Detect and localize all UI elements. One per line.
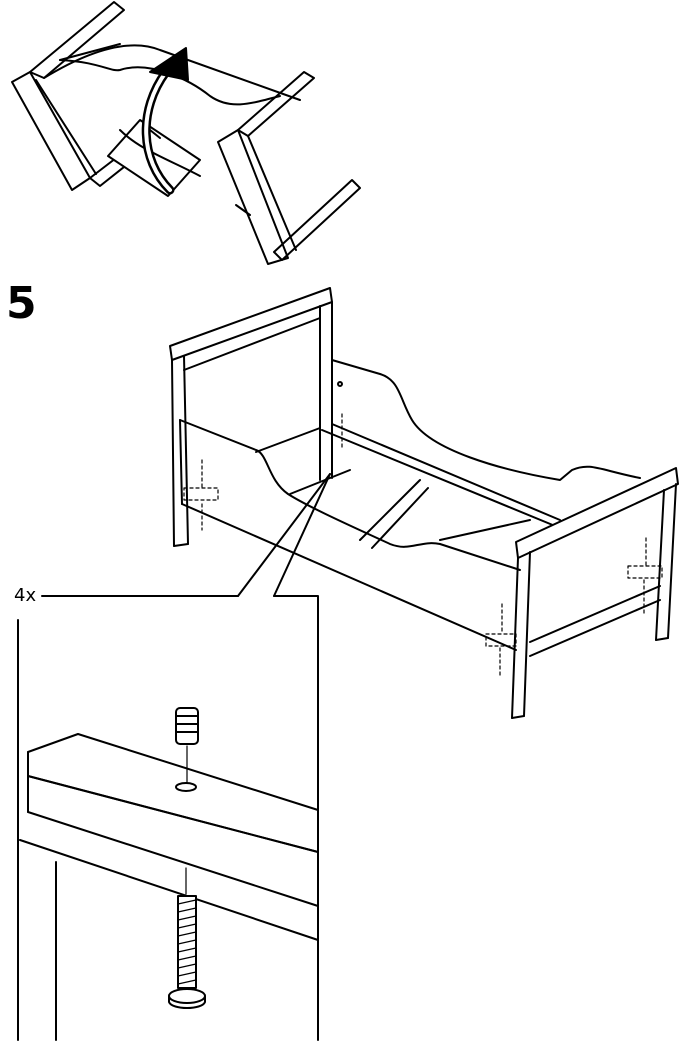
headboard [169,287,333,547]
detail-frame [17,595,319,1041]
screw-guides [183,413,663,677]
detail-callout-lines [237,473,331,597]
wood-rail [19,733,319,1041]
barrel-nut [175,707,199,784]
step-number: 5 [6,278,37,329]
front-side-board [179,419,561,651]
rotate-arrow-icon [141,47,189,195]
quantity-label: 4x [14,585,37,606]
footboard [511,467,679,719]
bolt [168,867,206,1009]
upside-down-bed-frame [11,1,361,265]
back-side-board [331,359,641,521]
slat-base [289,469,531,549]
